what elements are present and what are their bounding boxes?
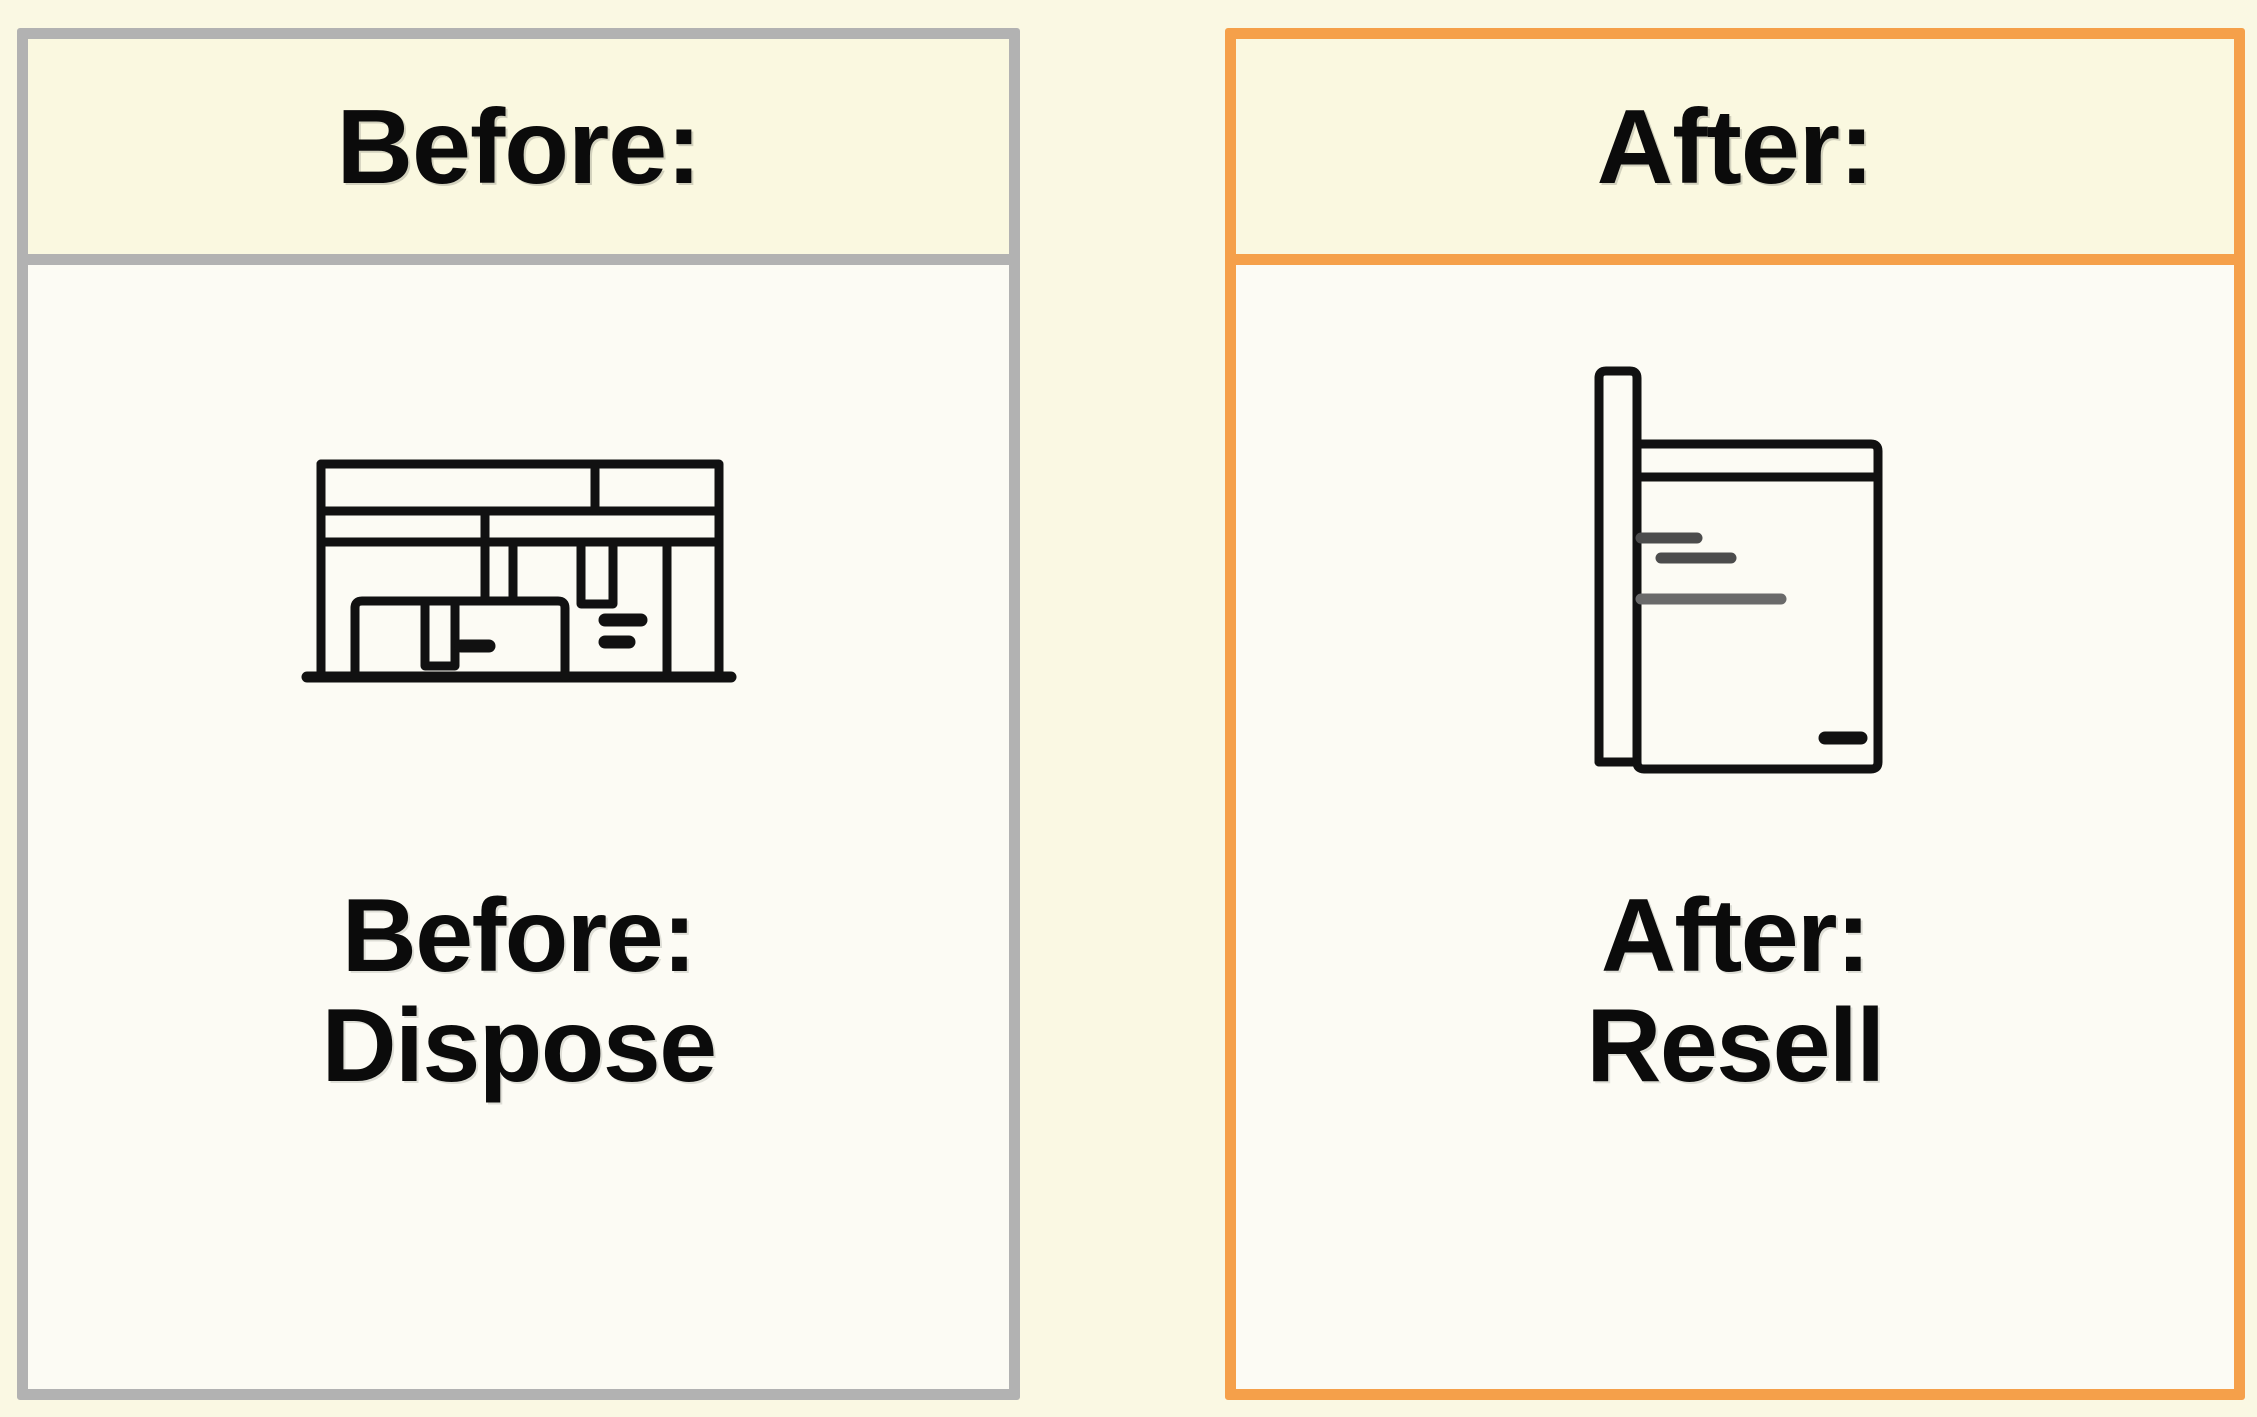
panel-before-header: Before: (28, 39, 1009, 265)
stacked-cardboard-boxes-icon (301, 459, 736, 683)
panel-before-caption-line-1: Before: (341, 878, 697, 994)
panel-after-body: After: Resell (1236, 265, 2234, 1389)
single-sealed-box-listing-icon (1594, 366, 1883, 774)
panel-after-header-title: After: (1596, 87, 1875, 206)
panel-after-caption-line-2: Resell (1586, 988, 1885, 1105)
panel-after-header: After: (1236, 39, 2234, 265)
panel-before-caption-line-2: Dispose (321, 988, 717, 1105)
panel-after-caption: After: Resell (1586, 878, 1885, 1105)
panel-before: Before: (17, 28, 1020, 1400)
panel-before-header-title: Before: (336, 87, 701, 206)
panel-before-illustration-wrap (28, 265, 1009, 875)
panel-after: After: (1225, 28, 2245, 1400)
panel-before-body: Before: Dispose (28, 265, 1009, 1389)
panel-after-illustration-wrap (1236, 265, 2234, 875)
panel-before-caption: Before: Dispose (321, 878, 717, 1105)
panel-after-caption-line-1: After: (1600, 878, 1871, 994)
